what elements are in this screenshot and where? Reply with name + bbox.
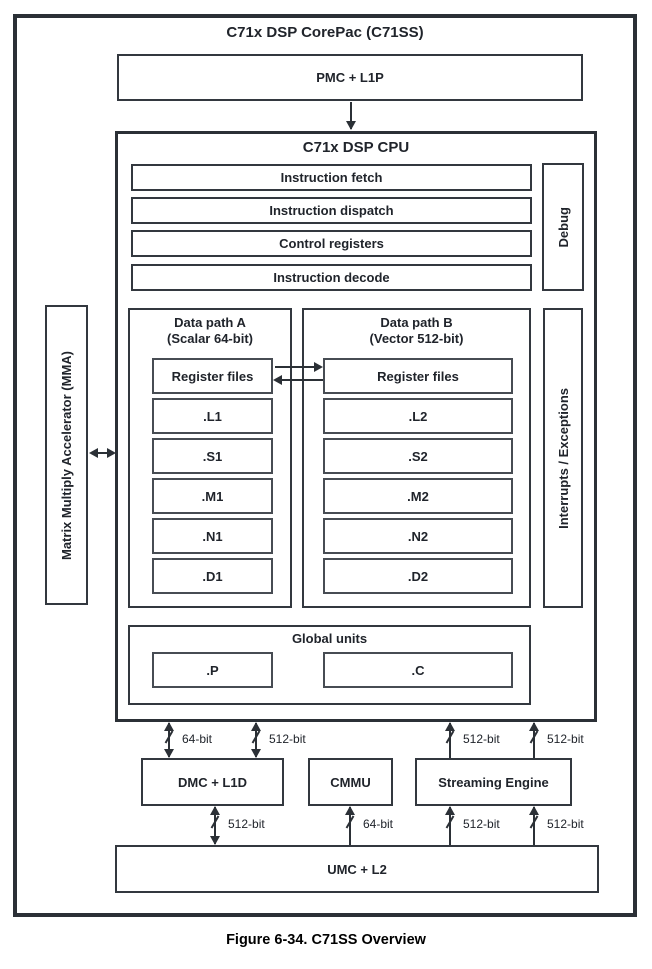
datapath-a-subtitle: (Scalar 64-bit) (167, 331, 253, 346)
unit-d1-box: .D1 (152, 558, 273, 594)
arrow-rf-b-to-a (273, 375, 323, 385)
interrupts-exceptions-box: Interrupts / Exceptions (543, 308, 583, 608)
pipeline-label: Control registers (279, 236, 384, 251)
global-units-title: Global units (291, 631, 368, 646)
pmc-l1p-label: PMC + L1P (316, 70, 384, 85)
arrow-rf-a-to-b (275, 362, 323, 372)
datapath-b-name: Data path B (380, 315, 453, 330)
cmmu-box: CMMU (308, 758, 393, 806)
bus-arrow-cpu-dmc-64 (164, 722, 174, 758)
bus-arrow-dmc-umc (210, 806, 220, 845)
interrupts-exceptions-label: Interrupts / Exceptions (555, 387, 571, 529)
unit-d2-box: .D2 (323, 558, 513, 594)
datapath-a-heading: Data path A (Scalar 64-bit) (128, 315, 292, 347)
unit-n2-label: .N2 (407, 528, 429, 544)
unit-l1-box: .L1 (152, 398, 273, 434)
unit-p-box: .P (152, 652, 273, 688)
pipeline-row-control-registers: Control registers (131, 230, 532, 257)
register-files-a-label: Register files (171, 368, 254, 384)
bus-label-64bit: 64-bit (363, 817, 394, 831)
dmc-l1d-label: DMC + L1D (178, 774, 247, 790)
unit-m1-box: .M1 (152, 478, 273, 514)
pipeline-label: Instruction fetch (280, 170, 383, 185)
register-files-b-label: Register files (377, 368, 459, 384)
pipeline-row-instruction-fetch: Instruction fetch (131, 164, 532, 191)
pipeline-label: Instruction decode (273, 270, 390, 285)
bus-label-512bit: 512-bit (463, 732, 500, 746)
unit-n2-box: .N2 (323, 518, 513, 554)
pipeline-row-instruction-decode: Instruction decode (131, 264, 532, 291)
bus-label-64bit: 64-bit (182, 732, 213, 746)
unit-m2-label: .M2 (407, 488, 429, 504)
bus-arrow-umc-se-1 (445, 806, 455, 845)
bus-label-512bit: 512-bit (228, 817, 265, 831)
datapath-a-name: Data path A (174, 315, 246, 330)
unit-l2-box: .L2 (323, 398, 513, 434)
unit-p-label: .P (206, 662, 219, 678)
corepac-title: C71x DSP CorePac (C71SS) (226, 24, 424, 41)
unit-n1-label: .N1 (202, 528, 223, 544)
bus-label-512bit: 512-bit (547, 817, 584, 831)
debug-label: Debug (555, 206, 571, 248)
mma-label: Matrix Multiply Accelerator (MMA) (59, 350, 74, 560)
arrow-mma-cpu (89, 448, 116, 458)
bus-label-512bit: 512-bit (269, 732, 306, 746)
mma-box: Matrix Multiply Accelerator (MMA) (45, 305, 88, 605)
unit-d1-label: .D1 (202, 568, 223, 584)
bus-arrow-se-cpu-2 (529, 722, 539, 758)
unit-s1-label: .S1 (202, 448, 223, 464)
unit-c-box: .C (323, 652, 513, 688)
pipeline-label: Instruction dispatch (269, 203, 394, 218)
unit-s2-box: .S2 (323, 438, 513, 474)
pipeline-row-instruction-dispatch: Instruction dispatch (131, 197, 532, 224)
datapath-b-subtitle: (Vector 512-bit) (369, 331, 464, 346)
umc-l2-label: UMC + L2 (327, 861, 387, 877)
pmc-l1p-box: PMC + L1P (117, 54, 583, 101)
figure-caption: Figure 6-34. C71SS Overview (226, 932, 426, 948)
streaming-engine-label: Streaming Engine (438, 774, 549, 790)
unit-l2-label: .L2 (408, 408, 428, 424)
bus-arrow-cpu-dmc-512 (251, 722, 261, 758)
unit-m2-box: .M2 (323, 478, 513, 514)
bus-label-512bit: 512-bit (547, 732, 584, 746)
datapath-b-heading: Data path B (Vector 512-bit) (302, 315, 531, 347)
unit-m1-label: .M1 (201, 488, 224, 504)
bus-label-512bit: 512-bit (463, 817, 500, 831)
unit-n1-box: .N1 (152, 518, 273, 554)
unit-l1-label: .L1 (203, 408, 222, 424)
cpu-title: C71x DSP CPU (302, 139, 410, 156)
dmc-l1d-box: DMC + L1D (141, 758, 284, 806)
bus-arrow-se-cpu-1 (445, 722, 455, 758)
register-files-b-box: Register files (323, 358, 513, 394)
arrow-pmc-to-cpu (346, 102, 356, 130)
cmmu-label: CMMU (330, 774, 371, 790)
register-files-a-box: Register files (152, 358, 273, 394)
umc-l2-box: UMC + L2 (115, 845, 599, 893)
bus-arrow-umc-se-2 (529, 806, 539, 845)
unit-d2-label: .D2 (407, 568, 429, 584)
debug-box: Debug (542, 163, 584, 291)
bus-arrow-umc-cmmu (345, 806, 355, 845)
unit-s1-box: .S1 (152, 438, 273, 474)
unit-c-label: .C (411, 662, 425, 678)
streaming-engine-box: Streaming Engine (415, 758, 572, 806)
unit-s2-label: .S2 (408, 448, 428, 464)
